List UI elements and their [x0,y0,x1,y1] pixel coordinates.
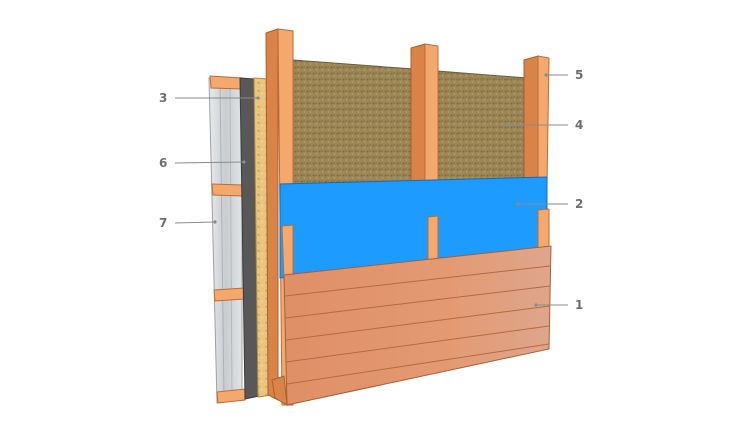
callout-6: 6 [159,156,167,170]
callout-7: 7 [159,216,167,230]
callout-2: 2 [575,197,583,211]
horizontal-battens [209,75,246,404]
cladding-layer [271,245,552,406]
callout-3: 3 [159,91,167,105]
exterior-panel-layer [208,77,243,404]
callout-4: 4 [575,118,583,132]
callout-5: 5 [575,68,583,82]
callout-1: 1 [575,298,583,312]
callouts: 1 2 4 5 3 6 7 [159,68,583,312]
